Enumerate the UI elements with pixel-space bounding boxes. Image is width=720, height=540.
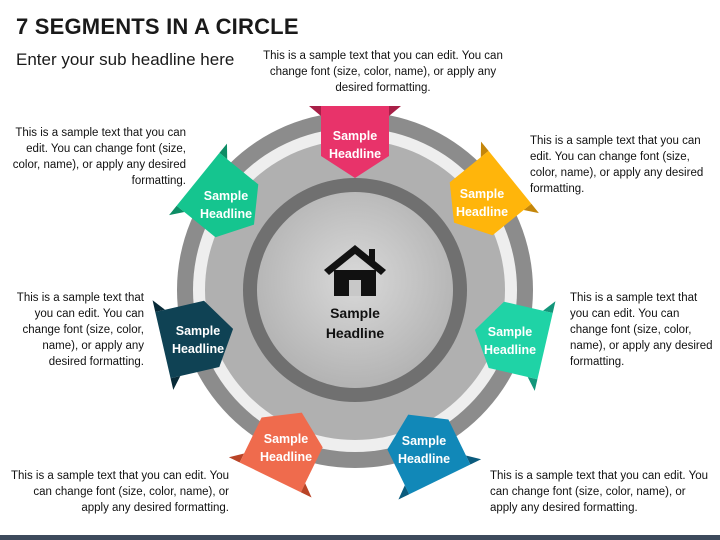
center-label-line1: Sample (330, 305, 380, 321)
segment-1-fold-left (309, 106, 321, 116)
segment-3-body (474, 301, 553, 380)
segment-3-fold-left (542, 301, 556, 313)
segment-3-label-line1: Sample (488, 325, 533, 339)
center-label-line2: Headline (326, 325, 385, 341)
segment-1-badge (309, 106, 401, 178)
segment-5-label-line1: Sample (264, 432, 309, 446)
ring-group (177, 112, 533, 468)
segment-7-body (176, 152, 259, 238)
segment-7-fold-left (169, 205, 185, 216)
segment-4-badge (387, 414, 482, 500)
segment-5-fold-right (228, 453, 245, 463)
segment-6-description: This is a sample text that you can edit.… (16, 292, 144, 368)
segments-layer: SampleHeadlineSampleHeadlineSampleHeadli… (152, 106, 556, 500)
segment-1-body (321, 106, 389, 178)
segment-6-label-line2: Headline (172, 342, 224, 356)
segment-5-label-line2: Headline (260, 450, 312, 464)
segment-4-fold-left (465, 455, 482, 465)
segment-1-label-line1: Sample (333, 129, 378, 143)
segment-3-fold-right (527, 376, 538, 391)
segment-7-label-line1: Sample (204, 189, 249, 203)
segment-7-label-line2: Headline (200, 207, 252, 221)
segment-2-body (449, 150, 532, 236)
segment-4-label-line1: Sample (402, 434, 447, 448)
segment-3-badge (474, 301, 556, 391)
segment-6-body (155, 300, 234, 379)
page-subtitle: Enter your sub headline here (16, 50, 235, 69)
segment-4-body (387, 414, 471, 495)
bottom-bar (0, 535, 720, 540)
segment-2-label-line2: Headline (456, 205, 508, 219)
segment-5-body (239, 412, 323, 493)
segment-7-description: This is a sample text that you can edit.… (12, 127, 186, 187)
segment-5-description: This is a sample text that you can edit.… (11, 470, 229, 514)
segment-6-label-line1: Sample (176, 324, 221, 338)
segment-2-fold-left (480, 141, 489, 158)
segment-6-badge (152, 300, 234, 390)
segment-2-badge (449, 141, 539, 236)
segment-5-badge (228, 412, 323, 498)
segment-4-fold-right (398, 485, 410, 500)
page-title: 7 SEGMENTS IN A CIRCLE (16, 14, 299, 39)
segment-7-badge (169, 143, 259, 238)
segment-2-description: This is a sample text that you can edit.… (530, 135, 704, 195)
segment-1-fold-right (389, 106, 401, 116)
segment-5-fold-left (300, 483, 312, 498)
segment-4-description: This is a sample text that you can edit.… (490, 470, 708, 514)
segment-2-label-line1: Sample (460, 187, 505, 201)
segment-3-description: This is a sample text that you can edit.… (570, 292, 713, 368)
segment-1-label-line2: Headline (329, 147, 381, 161)
segment-6-fold-left (170, 375, 181, 390)
segment-6-fold-right (152, 300, 166, 312)
segment-3-label-line2: Headline (484, 343, 536, 357)
segment-7-fold-right (219, 143, 228, 160)
segment-2-fold-right (523, 203, 539, 214)
segment-4-label-line2: Headline (398, 452, 450, 466)
segment-1-description: This is a sample text that you can edit.… (263, 50, 503, 94)
